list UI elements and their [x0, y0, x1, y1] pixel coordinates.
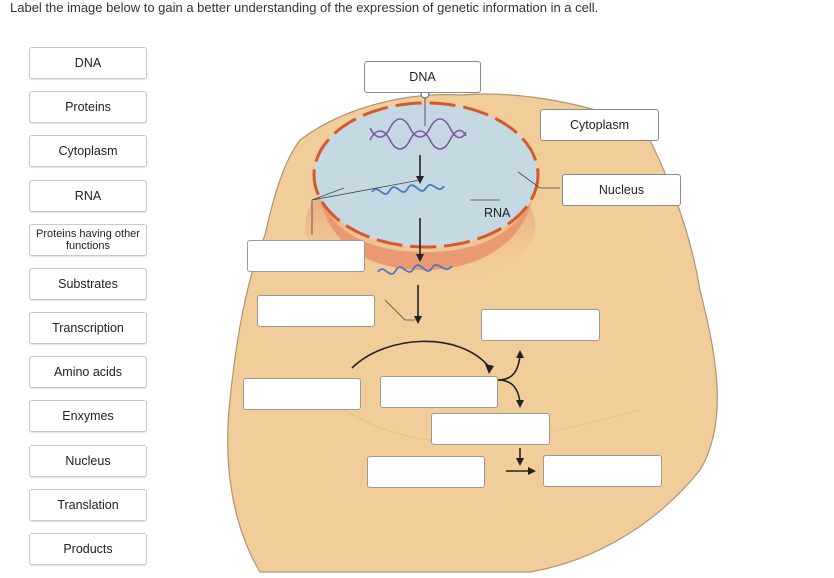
drop-target-6[interactable]	[431, 413, 550, 445]
bank-item-cytoplasm[interactable]: Cytoplasm	[29, 135, 147, 167]
bank-item-amino-acids[interactable]: Amino acids	[29, 356, 147, 388]
bank-item-substrates[interactable]: Substrates	[29, 268, 147, 300]
rna-strand-cytoplasm-icon	[377, 264, 453, 275]
instruction-text: Label the image below to gain a better u…	[10, 0, 599, 15]
bank-item-rna[interactable]: RNA	[29, 180, 147, 212]
placed-label-dna[interactable]: DNA	[364, 61, 481, 93]
drop-target-7[interactable]	[367, 456, 485, 488]
rna-label: RNA	[484, 206, 511, 220]
drop-target-1[interactable]	[247, 240, 365, 272]
placed-label-nucleus[interactable]: Nucleus	[562, 174, 681, 206]
rna-strand-icon	[371, 184, 445, 195]
bank-item-transcription[interactable]: Transcription	[29, 312, 147, 344]
drop-target-3[interactable]	[481, 309, 600, 341]
dna-helix-icon	[369, 118, 467, 150]
drop-target-4[interactable]	[243, 378, 361, 410]
bank-item-products[interactable]: Products	[29, 533, 147, 565]
bank-item-dna[interactable]: DNA	[29, 47, 147, 79]
bank-item-proteins-other-functions[interactable]: Proteins having other functions	[29, 224, 147, 256]
bank-item-enzymes[interactable]: Enxymes	[29, 400, 147, 432]
placed-label-cytoplasm[interactable]: Cytoplasm	[540, 109, 659, 141]
drop-target-8[interactable]	[543, 455, 662, 487]
drop-target-2[interactable]	[257, 295, 375, 327]
bank-item-proteins[interactable]: Proteins	[29, 91, 147, 123]
bank-item-translation[interactable]: Translation	[29, 489, 147, 521]
bank-item-nucleus[interactable]: Nucleus	[29, 445, 147, 477]
drop-target-5[interactable]	[380, 376, 498, 408]
